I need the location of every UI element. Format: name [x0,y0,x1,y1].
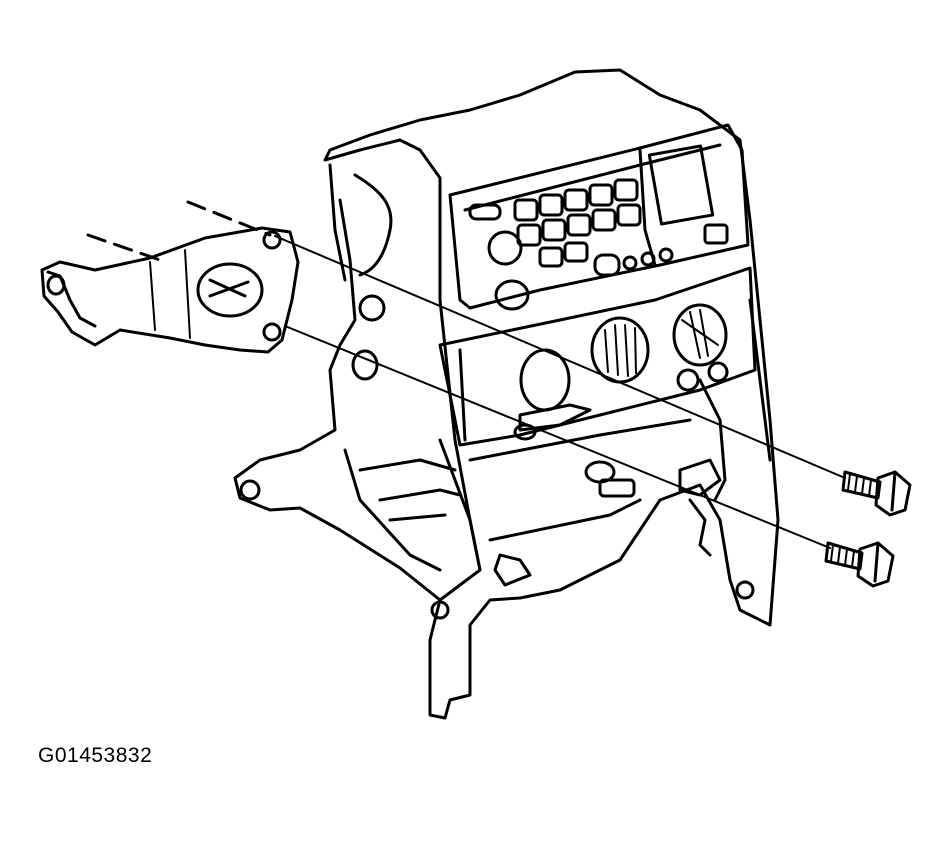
hvac-control-panel [438,266,757,498]
support-frame [233,68,780,720]
volume-knob-icon [487,230,523,266]
upper-bolt-icon [841,470,912,517]
temp-knob-icon [590,316,650,384]
fan-knob-icon [519,348,571,412]
mode-knob-icon [672,303,728,367]
figure-id-label: G01453832 [38,744,153,767]
lower-support [438,418,722,587]
radio-button-grid [513,178,729,277]
lower-bolt-icon [824,541,895,588]
left-mounting-bracket [40,226,300,354]
radio-head-unit [448,123,750,311]
